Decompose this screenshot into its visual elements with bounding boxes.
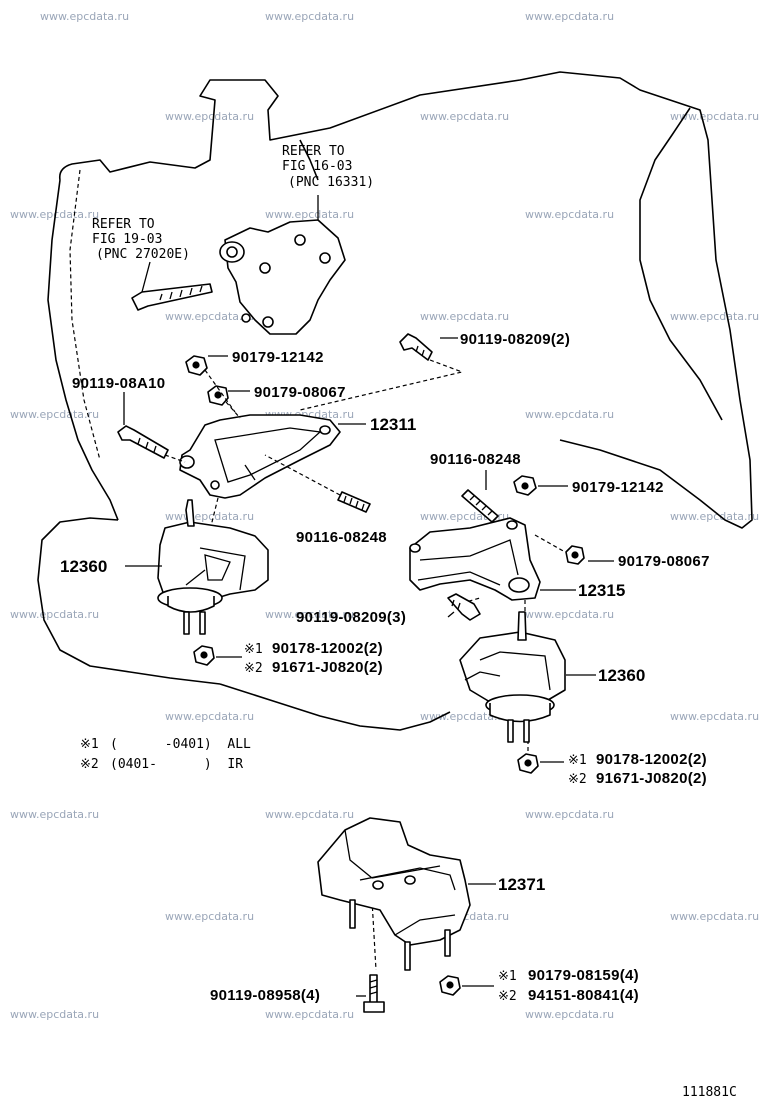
label-12311: 12311: [370, 415, 416, 434]
ref-fig-16-03: REFER TO FIG 16-03 (PNC 16331): [282, 144, 374, 190]
bracket-12315: [409, 517, 541, 601]
watermark: www.epcdata.ru: [10, 1008, 99, 1021]
nut-90179-08067-right: [565, 545, 585, 565]
nut-90178-12002-left: [193, 645, 215, 666]
ref-line1: REFER TO: [282, 144, 345, 159]
watermark: www.epcdata.ru: [10, 608, 99, 621]
watermark: www.epcdata.ru: [10, 808, 99, 821]
watermark: www.epcdata.ru: [670, 510, 759, 523]
bolt-90119-08958: [363, 974, 385, 1013]
nut-90179-12142-left: [185, 355, 208, 376]
bolt-90119-08209-top: [399, 333, 433, 361]
rear-mount-12371: [317, 817, 471, 971]
watermark: www.epcdata.ru: [265, 608, 354, 621]
label-90116-08248-left: 90116-08248: [296, 529, 387, 546]
ref-line2: FIG 19-03: [92, 232, 162, 247]
watermark: www.epcdata.ru: [10, 408, 99, 421]
label-12371: 12371: [498, 875, 545, 894]
nut-90179-08067-left: [207, 385, 229, 406]
watermark: www.epcdata.ru: [165, 910, 254, 923]
assembly-lines: [164, 359, 566, 971]
label-90179-08159: 90179-08159(4): [528, 967, 639, 984]
mark-1-right: ※1: [568, 753, 587, 768]
label-90116-08248-right: 90116-08248: [430, 451, 521, 468]
label-90119-08209-3: 90119-08209(3): [296, 609, 406, 626]
watermark: www.epcdata.ru: [525, 1008, 614, 1021]
label-12315: 12315: [578, 581, 625, 600]
stud-bolt-90116-08248-left: [337, 491, 371, 513]
nut-90179-12142-right: [513, 475, 537, 496]
engine-mount-12360-left: [157, 499, 269, 635]
footnote-2-mark: ※2: [80, 757, 99, 772]
watermark: www.epcdata.ru: [165, 110, 254, 123]
bolt-90119-08A10: [117, 425, 169, 459]
watermark: www.epcdata.ru: [525, 608, 614, 621]
footnote-1-text: ( -0401) ALL: [110, 737, 251, 752]
mark-2-bottom: ※2: [498, 989, 517, 1004]
label-90119-08A10: 90119-08A10: [72, 375, 165, 392]
footnote-2-text: (0401- ) IR: [110, 757, 243, 772]
engine-mount-12360-right: [459, 611, 566, 743]
label-12360-left: 12360: [60, 557, 107, 576]
watermark: www.epcdata.ru: [265, 808, 354, 821]
watermark: www.epcdata.ru: [670, 110, 759, 123]
ref-line3: (PNC 27020E): [96, 247, 190, 262]
mark-1-bottom: ※1: [498, 969, 517, 984]
watermark: www.epcdata.ru: [165, 310, 254, 323]
mark-2-right: ※2: [568, 772, 587, 787]
label-12360-right: 12360: [598, 666, 645, 685]
ref-line3: (PNC 16331): [288, 175, 374, 190]
ref-fig-19-03: REFER TO FIG 19-03 (PNC 27020E): [92, 217, 190, 262]
watermark: www.epcdata.ru: [265, 208, 354, 221]
watermark: www.epcdata.ru: [525, 408, 614, 421]
watermark: www.epcdata.ru: [10, 208, 99, 221]
bolt-90119-08209-3: [447, 593, 481, 621]
watermark: www.epcdata.ru: [420, 710, 509, 723]
engine-block-outline: [37, 71, 753, 731]
watermark: www.epcdata.ru: [165, 510, 254, 523]
watermark: www.epcdata.ru: [525, 808, 614, 821]
nut-90179-08159: [439, 975, 461, 996]
diagram-id: 111881C: [682, 1085, 737, 1100]
long-bolt-27020E: [131, 261, 213, 311]
bracket-12311: [179, 414, 341, 499]
watermark: www.epcdata.ru: [670, 310, 759, 323]
label-90178-12002-right: 90178-12002(2): [596, 751, 707, 768]
watermark: www.epcdata.ru: [265, 1008, 354, 1021]
mark-2-left: ※2: [244, 661, 263, 676]
water-pump: [219, 195, 346, 335]
watermark: www.epcdata.ru: [265, 10, 354, 23]
footnotes: ※1 ( -0401) ALL ※2 (0401- ) IR: [80, 737, 251, 772]
label-90179-08067-right: 90179-08067: [618, 553, 710, 570]
watermark: www.epcdata.ru: [420, 310, 509, 323]
watermark: www.epcdata.ru: [525, 208, 614, 221]
label-90179-08067-left: 90179-08067: [254, 384, 346, 401]
ref-line2: FIG 16-03: [282, 159, 352, 174]
label-90179-12142-right: 90179-12142: [572, 479, 664, 496]
label-90179-12142-left: 90179-12142: [232, 349, 324, 366]
label-90119-08958: 90119-08958(4): [210, 987, 320, 1004]
stud-bolt-90116-08248-right: [461, 489, 499, 523]
mark-1-left: ※1: [244, 642, 263, 657]
watermark: www.epcdata.ru: [670, 910, 759, 923]
watermark: www.epcdata.ru: [40, 10, 129, 23]
watermark: www.epcdata.ru: [165, 710, 254, 723]
nut-90178-12002-right: [517, 753, 539, 774]
leader-lines: [123, 337, 614, 997]
watermark: www.epcdata.ru: [525, 10, 614, 23]
label-91671-J0820-right: 91671-J0820(2): [596, 770, 707, 787]
label-91671-J0820-left: 91671-J0820(2): [272, 659, 383, 676]
watermark: www.epcdata.ru: [420, 110, 509, 123]
label-94151-80841: 94151-80841(4): [528, 987, 639, 1004]
watermark: www.epcdata.ru: [670, 710, 759, 723]
label-90178-12002-left: 90178-12002(2): [272, 640, 383, 657]
footnote-1-mark: ※1: [80, 737, 99, 752]
ref-line1: REFER TO: [92, 217, 155, 232]
label-90119-08209-2: 90119-08209(2): [460, 331, 570, 348]
